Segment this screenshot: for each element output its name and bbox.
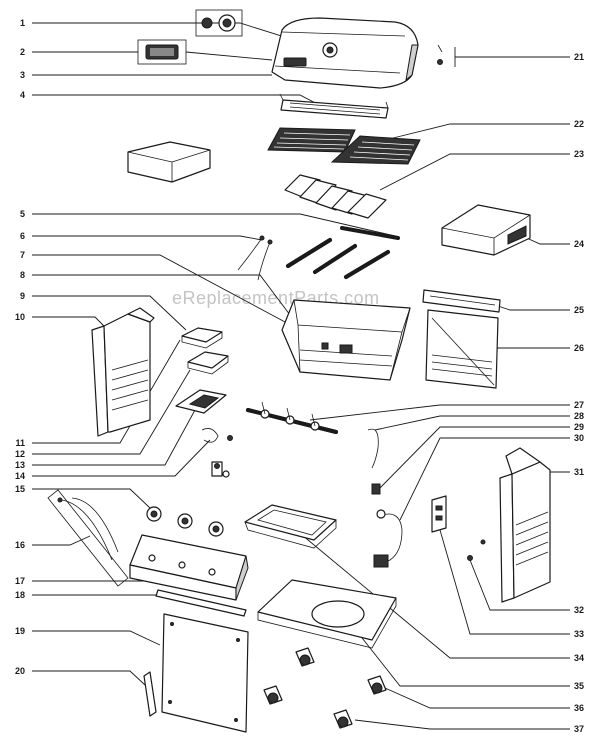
callout-14: 14 (15, 471, 25, 481)
callout-5: 5 (20, 209, 25, 219)
callout-9: 9 (20, 291, 25, 301)
callout-37: 37 (574, 724, 584, 734)
callout-36: 36 (574, 703, 584, 713)
callout-2: 2 (20, 47, 25, 57)
caster (367, 675, 387, 695)
part-1-thermometer-knobs (201, 14, 236, 32)
part-27-gas-manifold (246, 401, 338, 434)
callout-32: 32 (574, 605, 584, 615)
callout-34: 34 (574, 653, 584, 663)
callout-29: 29 (574, 422, 584, 432)
part-12-drip-tray (187, 351, 229, 375)
part-13-igniter-bracket (201, 428, 233, 443)
part-9-catch-pan (181, 327, 223, 349)
callout-23: 23 (574, 149, 584, 159)
leader-lines (32, 9, 570, 730)
part-24-side-shelf (441, 204, 531, 256)
callout-labels-right: 21 22 23 24 25 26 27 28 29 30 31 32 33 3… (574, 52, 584, 734)
part-19-door (161, 613, 249, 733)
part-2-nameplate (145, 44, 179, 60)
part-18-rail (155, 589, 247, 617)
callout-18: 18 (15, 590, 25, 600)
callout-31: 31 (574, 467, 584, 477)
part-28-hose (367, 428, 379, 469)
part-11-tray-holder (175, 389, 227, 414)
part-33-bracket (431, 495, 447, 533)
caster (295, 647, 315, 667)
callout-16: 16 (15, 540, 25, 550)
part-17-control-panel (129, 534, 249, 601)
callout-21: 21 (574, 52, 584, 62)
part-29-fitting (371, 483, 381, 495)
part-34-bottom-tray (244, 504, 337, 549)
callout-3: 3 (20, 70, 25, 80)
callout-labels-left: 1 2 3 4 5 6 7 8 9 10 11 12 13 14 15 16 1… (15, 18, 25, 676)
part-30-regulator-hose (373, 509, 403, 568)
callout-12: 12 (15, 449, 25, 459)
part-16-igniter-wires (47, 489, 129, 587)
callout-15: 15 (15, 484, 25, 494)
side-shelf-left (127, 141, 211, 183)
part-7-burner-tubes (286, 238, 390, 279)
part-4-warming-rack (279, 93, 389, 119)
callout-13: 13 (15, 460, 25, 470)
callout-10: 10 (15, 312, 25, 322)
callout-7: 7 (20, 250, 25, 260)
part-21-screws (437, 44, 443, 65)
part-22-cooking-grates (267, 127, 421, 165)
part-5-crossover-tube (340, 226, 400, 240)
callout-33: 33 (574, 629, 584, 639)
caster (263, 685, 283, 705)
part-25-heat-deflector (422, 289, 501, 313)
callout-28: 28 (574, 411, 584, 421)
part-26-rear-panel (425, 309, 499, 389)
callout-22: 22 (574, 119, 584, 129)
callout-11: 11 (15, 438, 25, 448)
callout-25: 25 (574, 305, 584, 315)
part-8-cookbox (281, 299, 411, 381)
part-20-door-handle (143, 671, 157, 717)
part-36-37-casters (263, 647, 387, 729)
callout-30: 30 (574, 433, 584, 443)
part-10-left-frame (91, 307, 155, 437)
callout-20: 20 (15, 666, 25, 676)
part-14-igniter-module (211, 461, 230, 478)
part-6-igniter-wires (237, 235, 273, 281)
callout-8: 8 (20, 270, 25, 280)
callout-24: 24 (574, 239, 584, 249)
callout-1: 1 (20, 18, 25, 28)
part-15-control-knobs (146, 506, 224, 537)
callout-19: 19 (15, 626, 25, 636)
part-23-flavorizer-bars (284, 174, 387, 219)
part-35-bottom-shelf (257, 579, 397, 649)
part-31-right-frame (499, 447, 551, 603)
callout-17: 17 (15, 576, 25, 586)
part-3-lid (271, 17, 419, 89)
callout-27: 27 (574, 400, 584, 410)
callout-35: 35 (574, 681, 584, 691)
callout-4: 4 (20, 90, 25, 100)
part-32-screw (467, 539, 486, 561)
caster (333, 709, 353, 729)
callout-26: 26 (574, 343, 584, 353)
callout-6: 6 (20, 231, 25, 241)
